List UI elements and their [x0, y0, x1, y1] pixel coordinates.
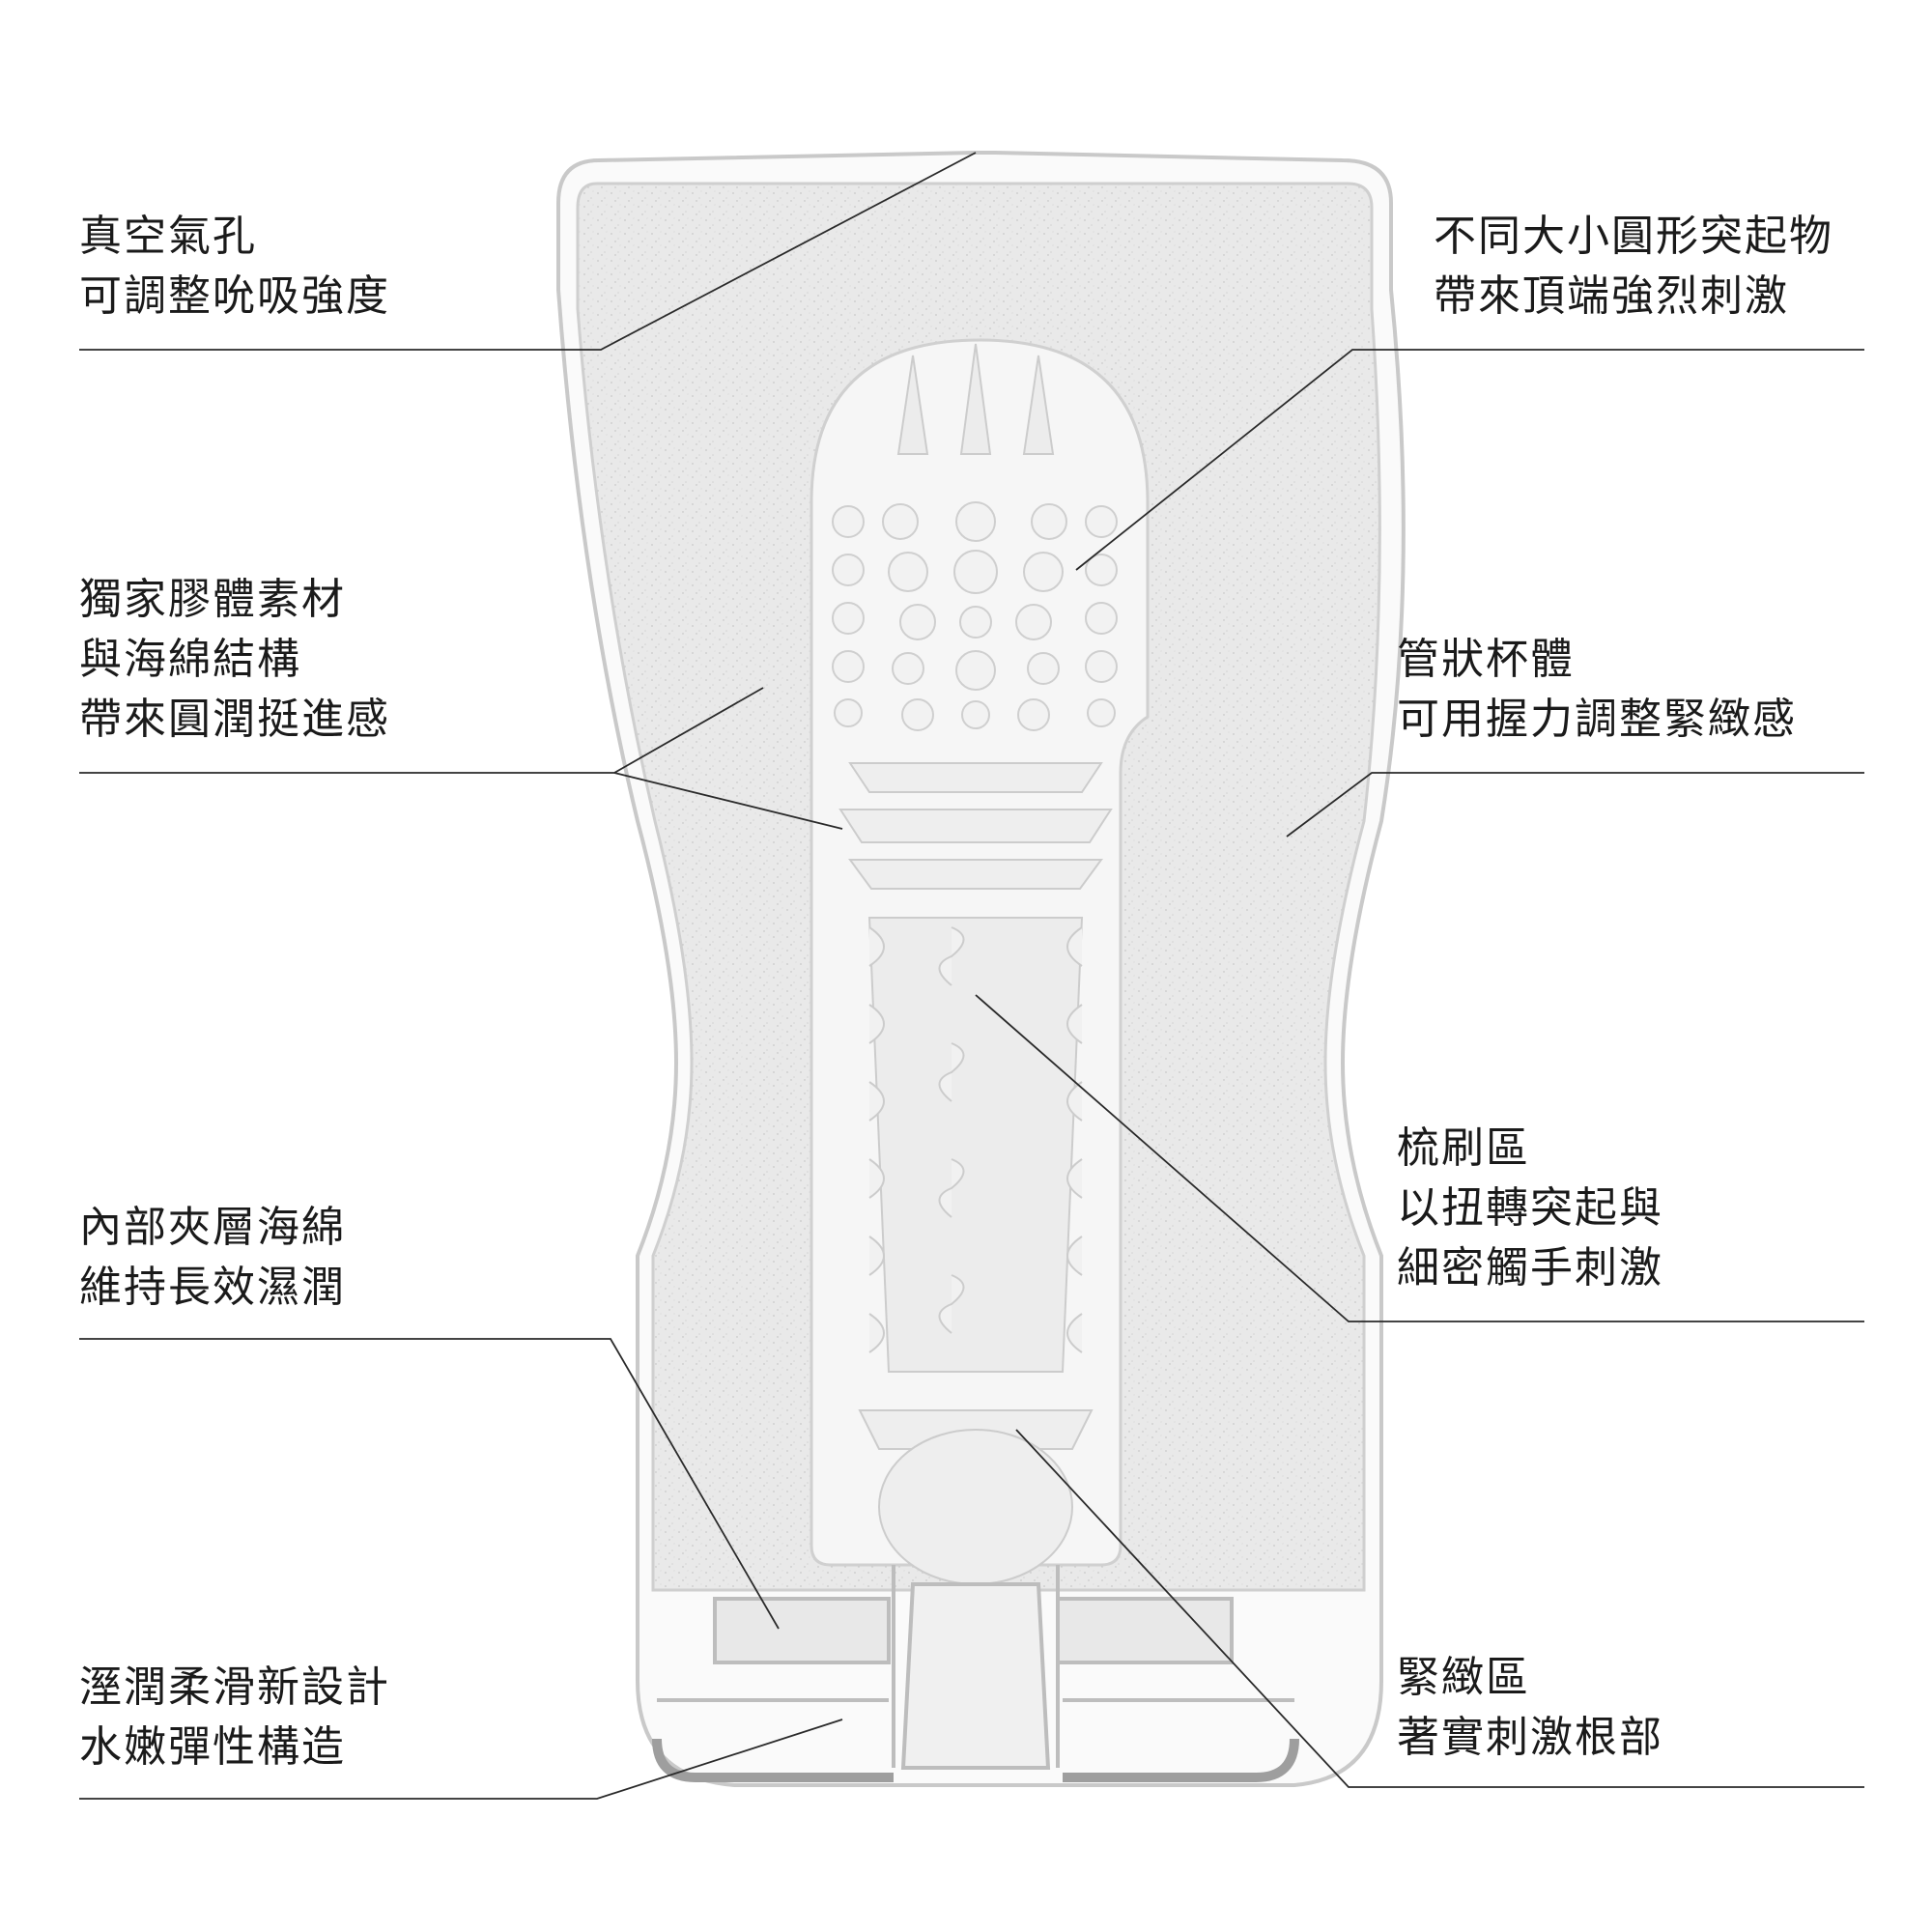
bottom-cap-mechanism — [652, 1565, 1299, 1782]
callout-inner-sponge: 內部夾層海綿 維持長效濕潤 — [79, 1198, 346, 1318]
leader-tight-zone — [1015, 1429, 1864, 1788]
callout-line: 溼潤柔滑新設計 — [79, 1662, 390, 1712]
callout-line: 緊緻區 — [1397, 1653, 1530, 1702]
callout-line: 可調整吮吸強度 — [79, 271, 390, 321]
callout-brush-zone: 梳刷區 以扭轉突起與 細密觸手刺激 — [1397, 1119, 1663, 1298]
callout-soft-design: 溼潤柔滑新設計 水嫩彈性構造 — [79, 1658, 390, 1777]
leader-gel-sponge-branch — [613, 772, 843, 830]
callout-line: 細密觸手刺激 — [1397, 1243, 1663, 1293]
leader-round-bumps — [1075, 349, 1864, 571]
callout-line: 梳刷區 — [1397, 1123, 1530, 1173]
callout-tight-zone: 緊緻區 著實刺激根部 — [1397, 1648, 1663, 1768]
callout-line: 以扭轉突起與 — [1397, 1183, 1663, 1233]
callout-line: 帶來圓潤挺進感 — [79, 695, 390, 744]
leader-lines — [79, 152, 1864, 1800]
callout-line: 帶來頂端強烈刺激 — [1434, 271, 1789, 321]
leader-vacuum-hole — [79, 152, 977, 351]
callout-line: 維持長效濕潤 — [79, 1263, 346, 1312]
callout-line: 管狀杯體 — [1397, 635, 1575, 684]
leader-brush-zone — [975, 994, 1864, 1322]
leader-soft-design — [79, 1719, 843, 1800]
callout-round-bumps: 不同大小圓形突起物 帶來頂端強烈刺激 — [1434, 207, 1833, 327]
leader-inner-sponge — [79, 1338, 780, 1630]
callout-tube-cup: 管狀杯體 可用握力調整緊緻感 — [1397, 630, 1797, 750]
callout-line: 水嫩彈性構造 — [79, 1722, 346, 1772]
round-bumps — [832, 501, 1118, 731]
callout-line: 與海綿結構 — [79, 635, 301, 684]
callout-gel-sponge: 獨家膠體素材 與海綿結構 帶來圓潤挺進感 — [79, 570, 390, 750]
head-spikes — [896, 343, 1055, 455]
callout-vacuum-hole: 真空氣孔 可調整吮吸強度 — [79, 207, 390, 327]
callout-line: 內部夾層海綿 — [79, 1203, 346, 1252]
callout-line: 著實刺激根部 — [1397, 1713, 1663, 1762]
leader-tube-cup — [1286, 772, 1864, 838]
callout-line: 真空氣孔 — [79, 212, 257, 261]
tight-zone-base — [858, 1409, 1094, 1585]
callout-line: 不同大小圓形突起物 — [1434, 212, 1833, 261]
callout-line: 獨家膠體素材 — [79, 575, 346, 624]
brush-zone-tentacles — [867, 917, 1084, 1373]
callout-line: 可用握力調整緊緻感 — [1397, 695, 1797, 744]
twisted-ridges — [838, 762, 1113, 890]
